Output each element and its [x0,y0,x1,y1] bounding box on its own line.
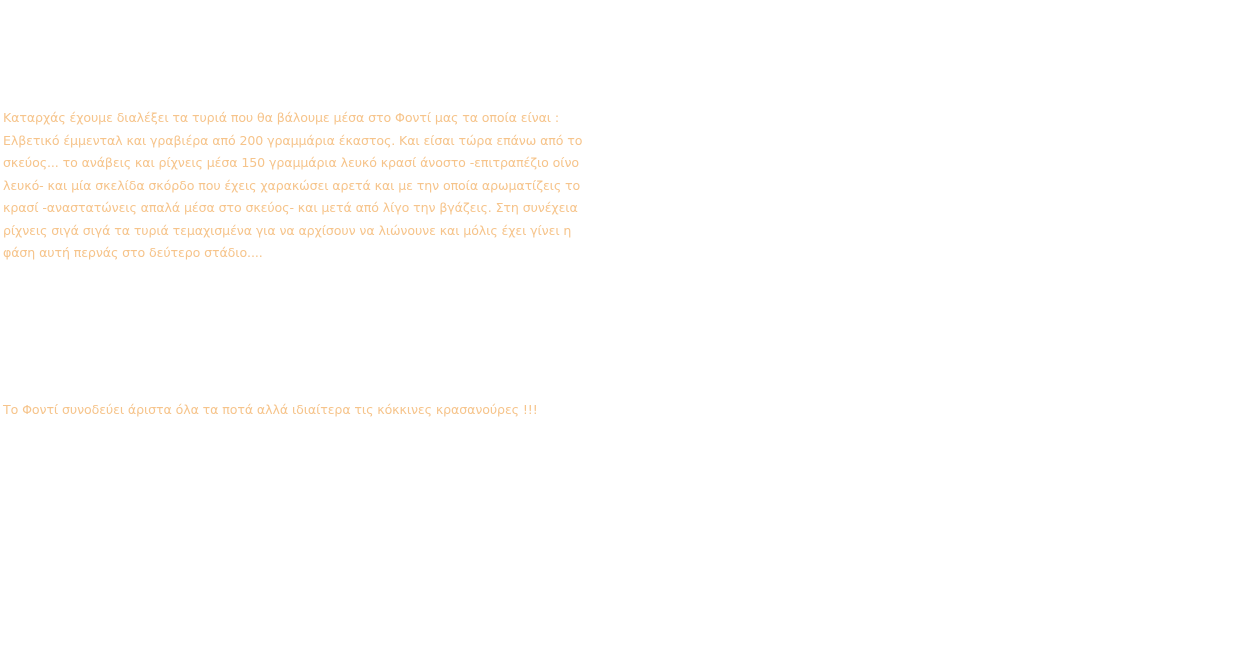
intro-line: Ελβετικό έμμενταλ και γραβιέρα από 200 γ… [3,132,583,148]
intro-paragraph: Καταρχάς έχουμε διαλέξει τα τυριά που θα… [3,107,583,265]
intro-line: λευκό- και μία σκελίδα σκόρδο που έχεις … [3,177,581,193]
intro-line: σκεύος... το ανάβεις και ρίχνεις μέσα 15… [3,155,579,170]
intro-line: φάση αυτή περνάς στο δεύτερο στάδιο.... [3,245,263,260]
intro-line: κρασί -αναστατώνεις απαλά μέσα στο σκεύο… [3,200,578,215]
intro-line: ρίχνεις σιγά σιγά τα τυριά τεμαχισμένα γ… [3,222,572,238]
intro-line: Καταρχάς έχουμε διαλέξει τα τυριά που θα… [3,110,559,125]
closing-paragraph: Το Φοντί συνοδεύει άριστα όλα τα ποτά αλ… [3,402,538,417]
